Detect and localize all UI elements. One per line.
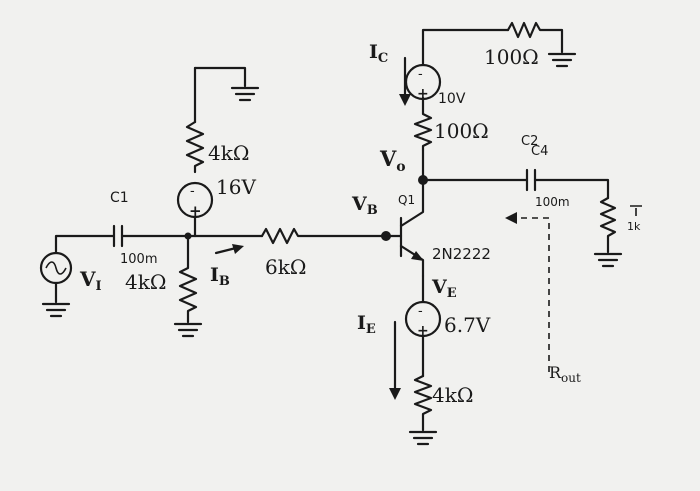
capacitor-c2 <box>525 168 537 192</box>
resistor-4k-emitter <box>413 374 433 432</box>
ground-symbol-load <box>593 252 623 268</box>
source-67v-plus: + <box>417 323 429 339</box>
source-10v-plus: + <box>417 86 429 102</box>
wire-top <box>421 28 510 67</box>
label-vb: VB <box>351 193 378 218</box>
capacitor-c1 <box>112 224 124 248</box>
ground-symbol-top-left <box>230 86 260 102</box>
source-16v-plus: + <box>189 202 202 220</box>
label-vi: VI <box>79 267 102 294</box>
label-2n2222: 2N2222 <box>432 245 491 263</box>
ac-source-vi <box>39 251 73 285</box>
label-c2: C2 <box>521 134 538 149</box>
resistor-100-collector <box>413 96 433 152</box>
arrow-rout <box>505 212 550 372</box>
source-10v-minus: - <box>418 67 423 82</box>
arrow-ie <box>389 320 401 400</box>
label-16v: 16V <box>216 175 256 199</box>
label-4k-top: 4kΩ <box>208 141 249 165</box>
label-ib: IB <box>210 264 230 289</box>
label-c2-val: C4 <box>531 144 548 159</box>
wire-load <box>533 178 610 200</box>
transistor-q1 <box>384 178 425 278</box>
label-6k: 6kΩ <box>265 255 306 279</box>
label-q1: Q1 <box>398 193 415 207</box>
source-16v: - + <box>176 181 214 220</box>
label-ic: IC <box>369 41 388 66</box>
top-ground-branch <box>193 66 247 124</box>
resistor-4k-top <box>185 120 205 174</box>
label-4k-emitter: 4kΩ <box>432 383 473 407</box>
label-vo: Vo <box>379 146 406 175</box>
source-67v-minus: - <box>418 304 423 319</box>
label-c1-val: 100m <box>120 252 157 267</box>
source-10v: - + <box>404 63 442 102</box>
label-ie: IE <box>357 312 376 337</box>
resistor-100-top <box>506 21 564 54</box>
ground-symbol-emitter <box>408 430 438 446</box>
label-100-top: 100Ω <box>484 45 539 69</box>
label-4k-input: 4kΩ <box>125 270 166 294</box>
load-marker <box>630 205 642 216</box>
arrow-ic <box>399 56 411 106</box>
ground-symbol-vi <box>41 302 71 318</box>
wire-vi-top <box>54 234 115 255</box>
ground-symbol-top-right <box>547 52 577 68</box>
arrow-ib <box>214 244 244 255</box>
source-16v-minus: - <box>190 184 195 199</box>
label-100-collector: 100Ω <box>434 119 489 143</box>
label-6-7v: 6.7V <box>444 313 491 337</box>
label-ve: VE <box>431 276 457 301</box>
label-1k: 1k <box>627 220 641 233</box>
label-c1: C1 <box>110 190 129 206</box>
ground-symbol-input <box>173 322 203 338</box>
label-10v: 10V <box>438 91 466 107</box>
source-6-7v: - + <box>404 300 442 339</box>
resistor-load-1k <box>599 196 617 254</box>
resistor-6k <box>260 227 388 245</box>
label-cout-val: 100m <box>535 195 570 209</box>
resistor-4k-input <box>178 234 198 324</box>
label-rout: Rout <box>549 363 581 385</box>
